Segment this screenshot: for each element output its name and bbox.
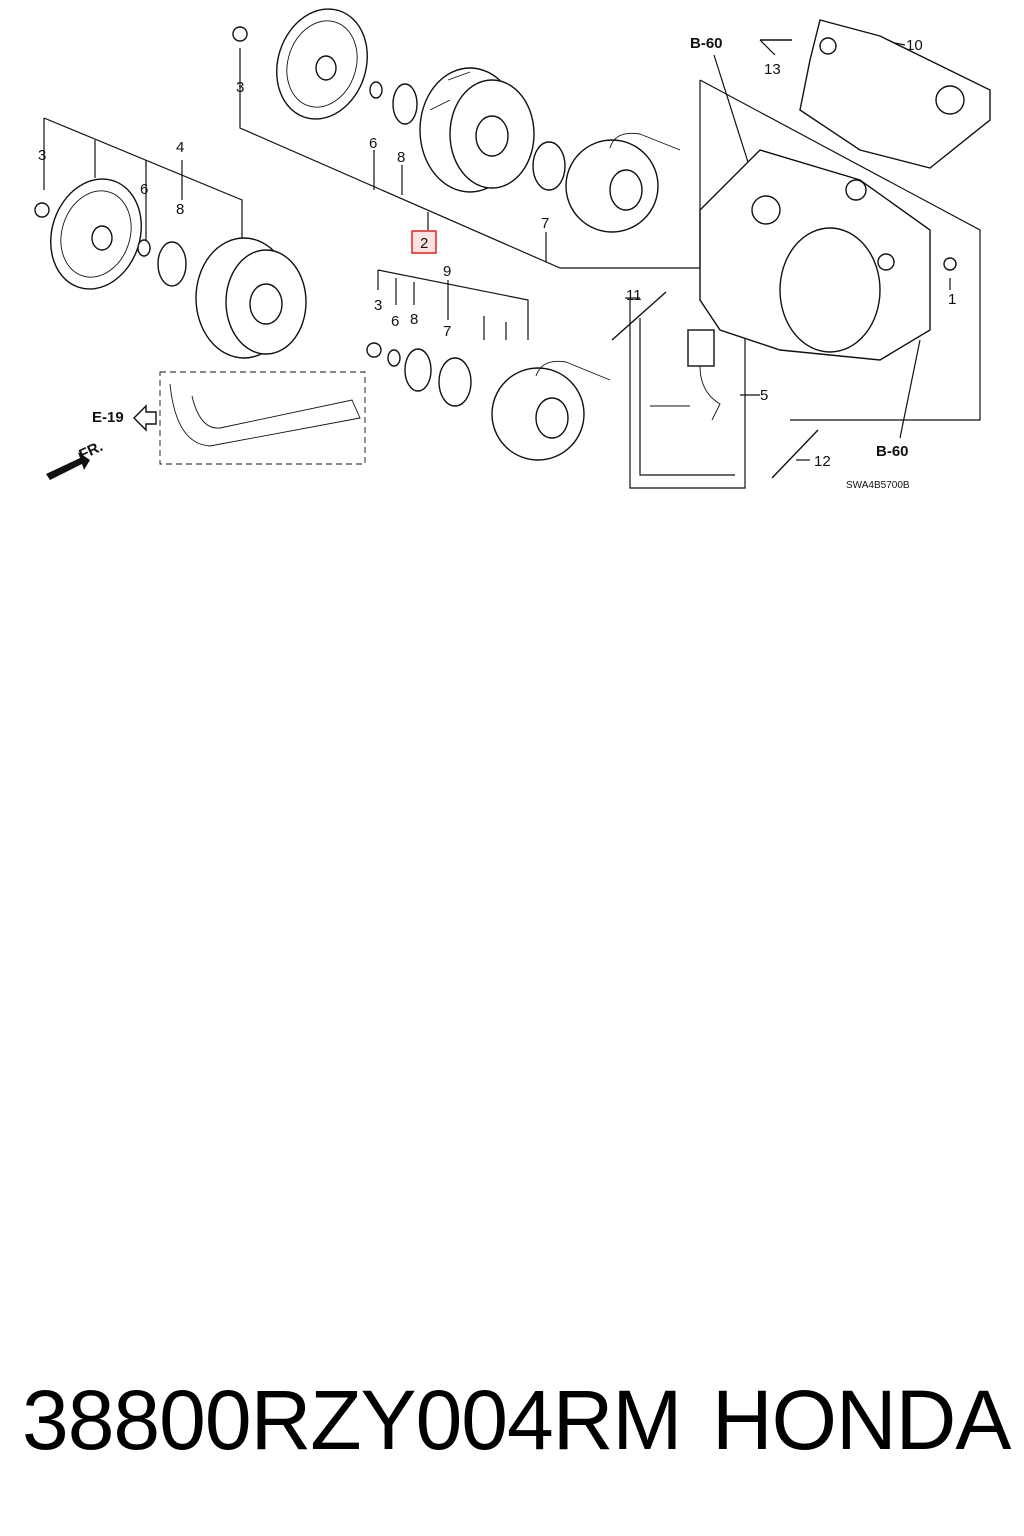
pulley-left-icon (195, 237, 307, 359)
arrow-left-icon (133, 404, 157, 432)
callout-6: 6 (391, 313, 399, 330)
callout-7: 7 (541, 215, 549, 232)
callout-4: 4 (176, 139, 184, 156)
callout-3: 3 (236, 79, 244, 96)
callout-labels: 3 3 3 4 6 6 6 8 8 8 7 7 9 2 1 5 10 11 12… (38, 37, 956, 470)
callout-6: 6 (140, 181, 148, 198)
callout-2: 2 (420, 235, 428, 252)
ref-b60-bottom: B-60 (876, 443, 909, 460)
front-arrow-icon (46, 452, 90, 480)
field-coil-bottom-icon (491, 360, 611, 461)
bolt-icon (611, 39, 957, 479)
field-coil-top-icon (565, 132, 681, 233)
ref-e19: E-19 (92, 409, 124, 426)
pulley-top-icon (419, 67, 535, 193)
shim-icon (137, 81, 401, 367)
callout-1: 1 (948, 291, 956, 308)
snap-ring-icon (157, 83, 566, 407)
compressor-icon (699, 149, 931, 361)
drawing-code: SWA4B5700B (846, 480, 910, 491)
ref-b60-top: B-60 (690, 35, 723, 52)
callout-7: 7 (443, 323, 451, 340)
brand-name: HONDA (712, 1373, 1011, 1467)
callout-8: 8 (410, 311, 418, 328)
drive-belt-icon (159, 371, 366, 465)
part-caption: 38800RZY004RM HONDA (0, 1370, 1024, 1470)
callout-9: 9 (443, 263, 451, 280)
callout-8: 8 (176, 201, 184, 218)
callout-11: 11 (626, 287, 642, 304)
part-number: 38800RZY004RM (22, 1373, 682, 1467)
callout-13: 13 (764, 61, 781, 78)
nut-icon (34, 26, 382, 358)
callout-3: 3 (374, 297, 382, 314)
callout-5: 5 (760, 387, 768, 404)
callout-8: 8 (397, 149, 405, 166)
harness-icon (650, 329, 721, 421)
highlight-box (411, 230, 437, 254)
clutch-plate-left-icon (50, 178, 142, 290)
callout-12: 12 (814, 453, 831, 470)
bracket-icon (799, 19, 991, 169)
callout-3: 3 (38, 147, 46, 164)
callout-6: 6 (369, 135, 377, 152)
clutch-plate-top-icon (276, 8, 368, 120)
parts-diagram: 3 3 3 4 6 6 6 8 8 8 7 7 9 2 1 5 10 11 12… (34, 8, 991, 491)
callout-10: 10 (906, 37, 923, 54)
